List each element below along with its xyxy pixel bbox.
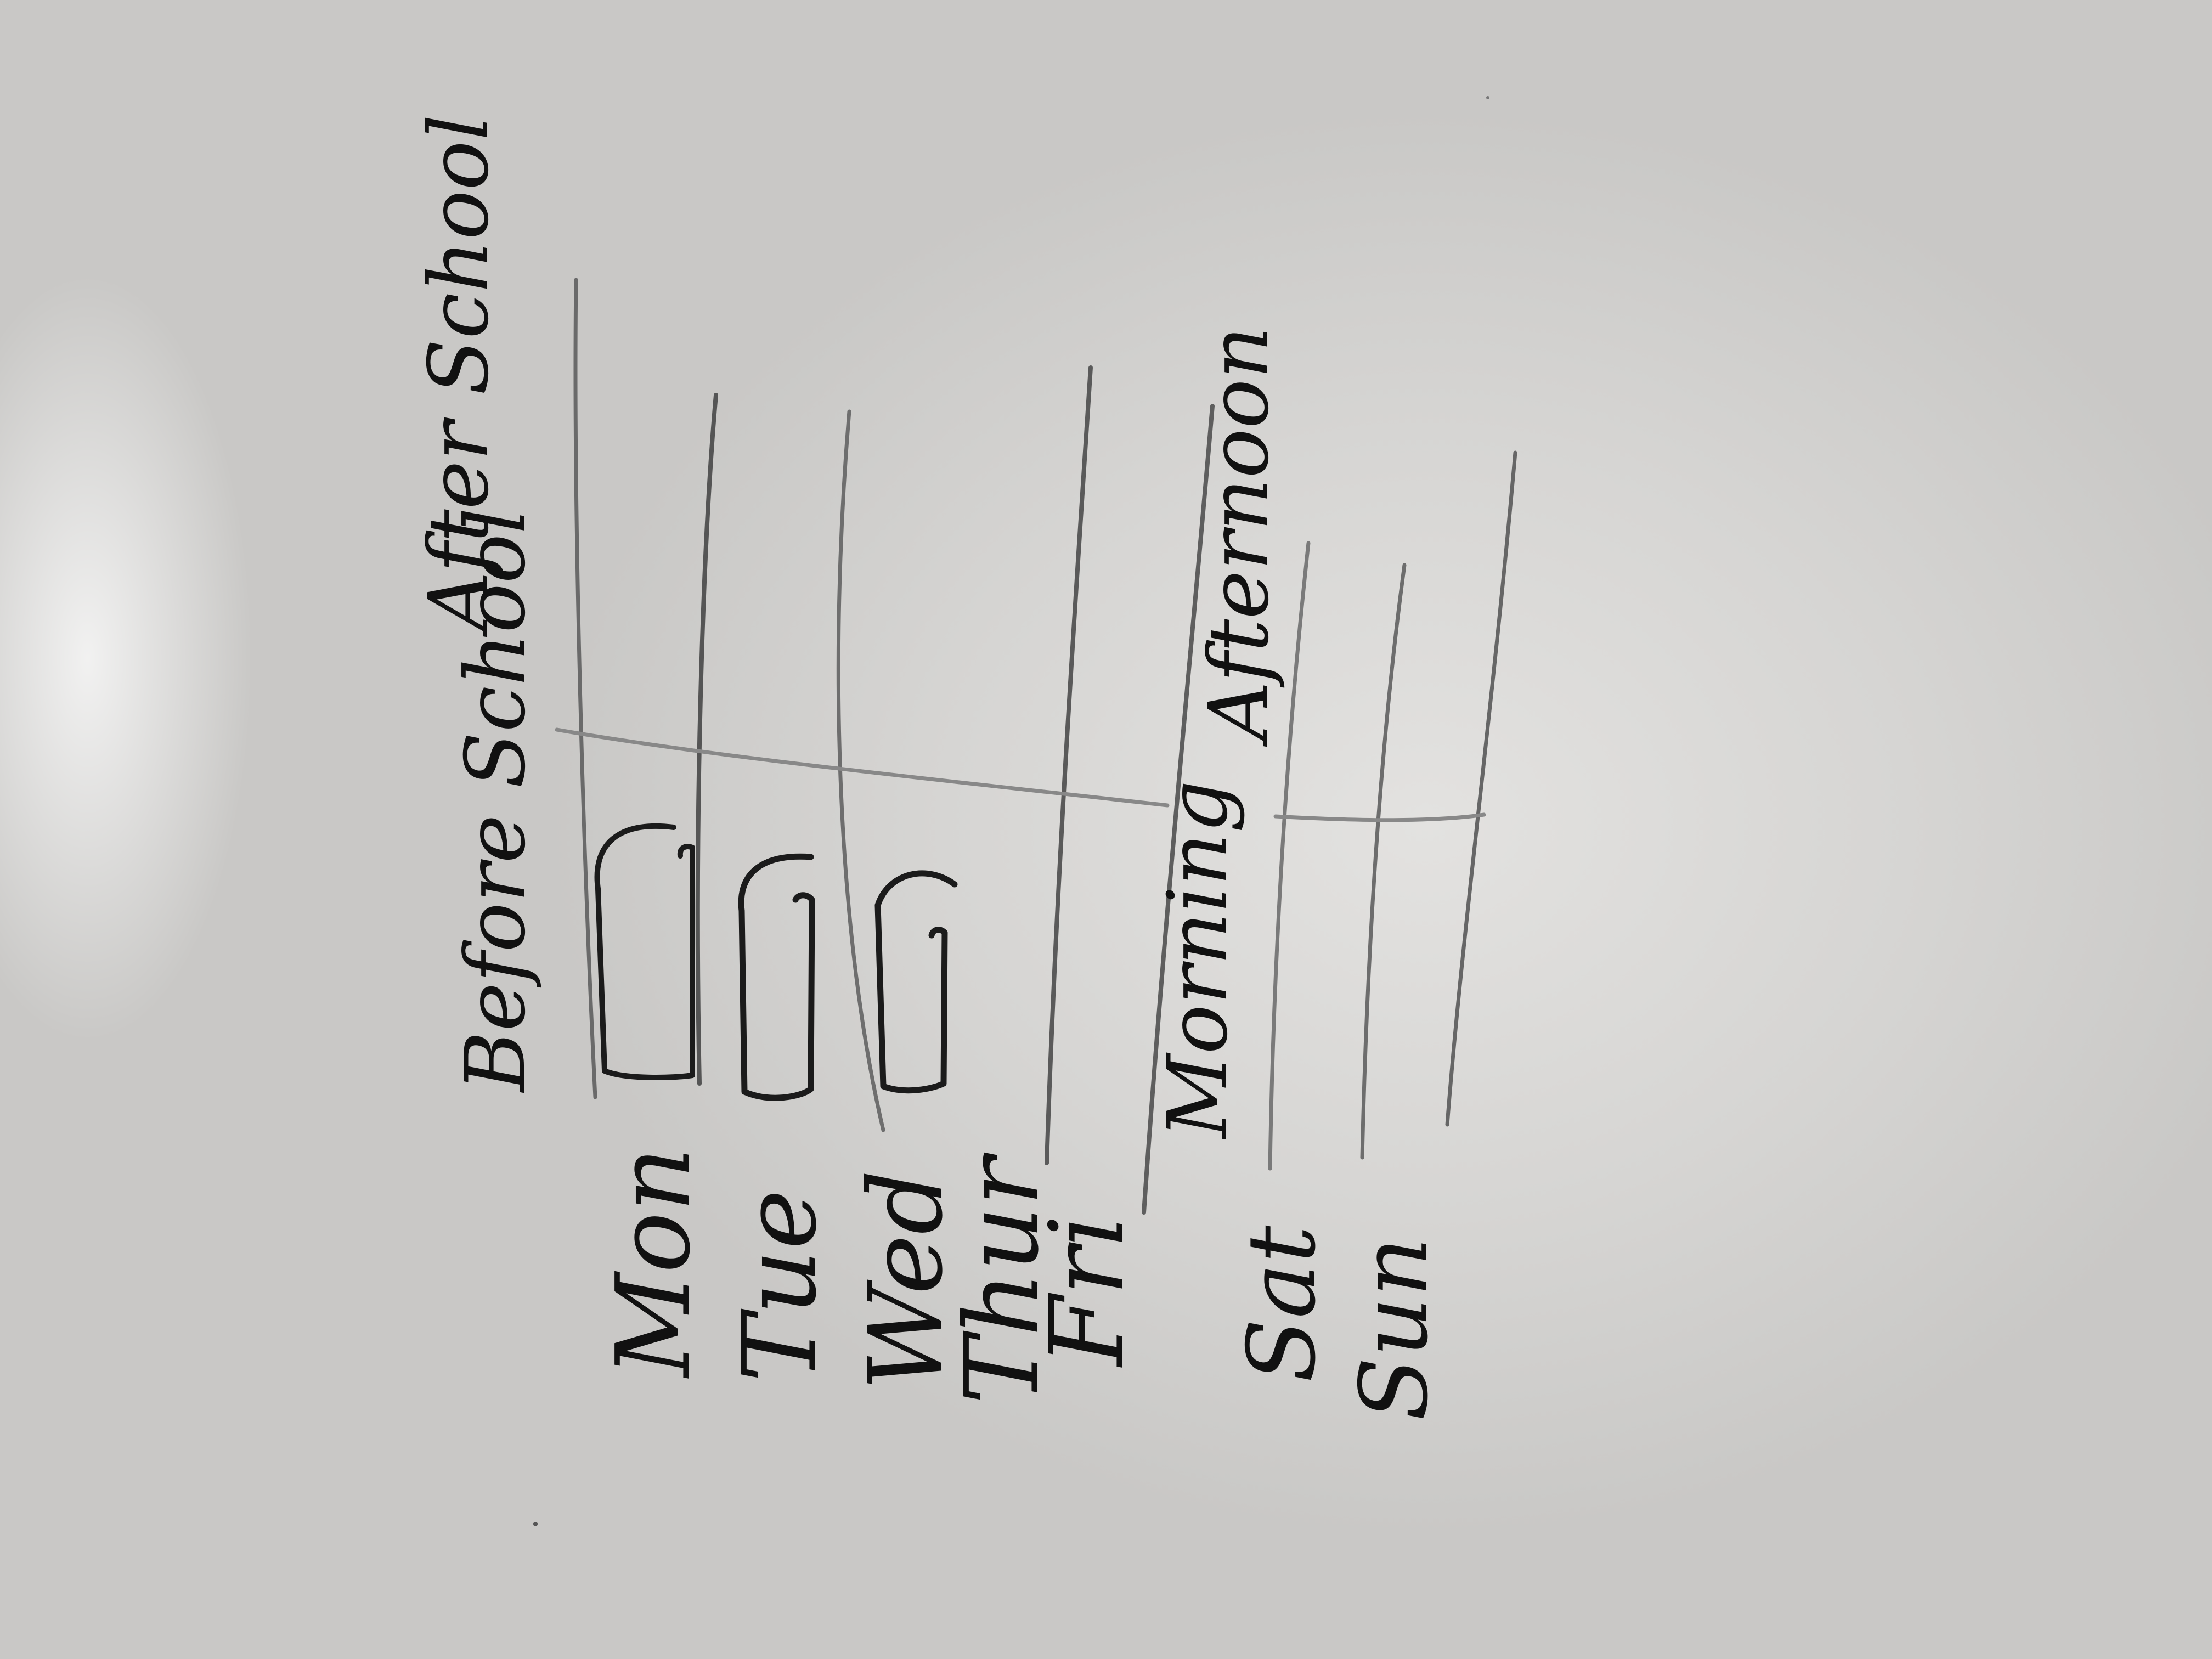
- row-label-sat: Sat: [1228, 1225, 1336, 1383]
- header-afternoon: Afternoon: [1192, 326, 1287, 747]
- weekend-row-line: [1360, 563, 1407, 1160]
- marked-slots: [594, 823, 958, 1101]
- row-label-sun: Sun: [1340, 1237, 1449, 1421]
- board-speck: [1486, 96, 1489, 99]
- marked-slot-mon: [594, 823, 695, 1080]
- marked-slot-wed: [874, 870, 958, 1094]
- weekday-row-line: [1045, 365, 1093, 1165]
- row-label-tue: Tue: [720, 1189, 839, 1383]
- weekday-row-line: [836, 409, 885, 1132]
- row-label-thur: Thur: [943, 1152, 1061, 1404]
- weekday-row-line: [695, 393, 718, 1086]
- weekday-row-line: [573, 278, 597, 1099]
- row-label-fri: Fri: [1028, 1215, 1146, 1368]
- header-after-school: After School: [411, 114, 507, 637]
- weekday-row-labels: Mon Tue Wed Thur Fri: [594, 1147, 1146, 1404]
- weekday-row-lines: [573, 278, 1215, 1215]
- weekend-row-line: [1445, 450, 1517, 1127]
- weekday-column-divider: [555, 727, 1170, 808]
- header-before-school: Before School: [448, 507, 544, 1093]
- weekend-row-lines: [1268, 450, 1517, 1171]
- weekend-row-labels: Sat Sun: [1228, 1225, 1449, 1421]
- header-morning: Morning: [1150, 780, 1246, 1140]
- marked-slot-tue: [738, 853, 815, 1101]
- weekday-column-headers: Before School After School: [411, 114, 544, 1093]
- row-label-mon: Mon: [594, 1147, 713, 1379]
- weekend-column-headers: Morning Afternoon: [1150, 326, 1287, 1140]
- row-label-wed: Wed: [847, 1170, 965, 1391]
- weekday-row-line: [1142, 404, 1215, 1215]
- board-speck: [533, 1522, 538, 1526]
- weekend-row-line: [1268, 541, 1311, 1171]
- weekend-column-divider: [1273, 812, 1486, 822]
